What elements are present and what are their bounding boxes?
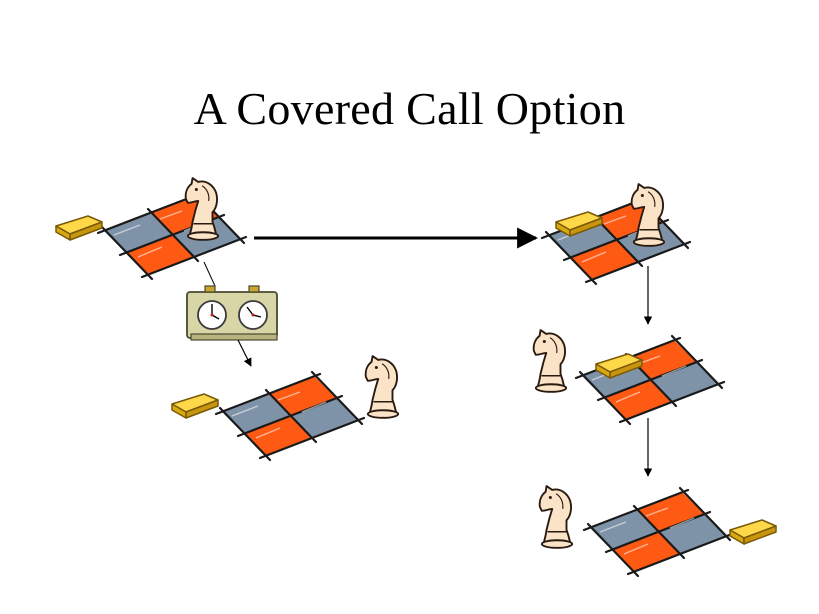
board-middle-right: [574, 334, 726, 426]
knight-chess-piece-icon: [532, 329, 568, 393]
knight-chess-piece-icon: [364, 355, 400, 419]
board-bottom-right: [582, 486, 734, 578]
connector-line: [203, 261, 216, 287]
slide-title: A Covered Call Option: [193, 83, 626, 134]
gold-bar-icon: [171, 393, 219, 419]
gold-bar-icon: [729, 519, 777, 545]
gold-bar-icon: [55, 215, 103, 241]
board-top-left: [96, 189, 248, 281]
chess-clock-icon: [186, 285, 278, 341]
arrow-expiry: [237, 339, 252, 367]
board-bottom-left: [214, 370, 366, 462]
knight-chess-piece-icon: [538, 485, 574, 549]
board-top-right: [540, 194, 692, 286]
